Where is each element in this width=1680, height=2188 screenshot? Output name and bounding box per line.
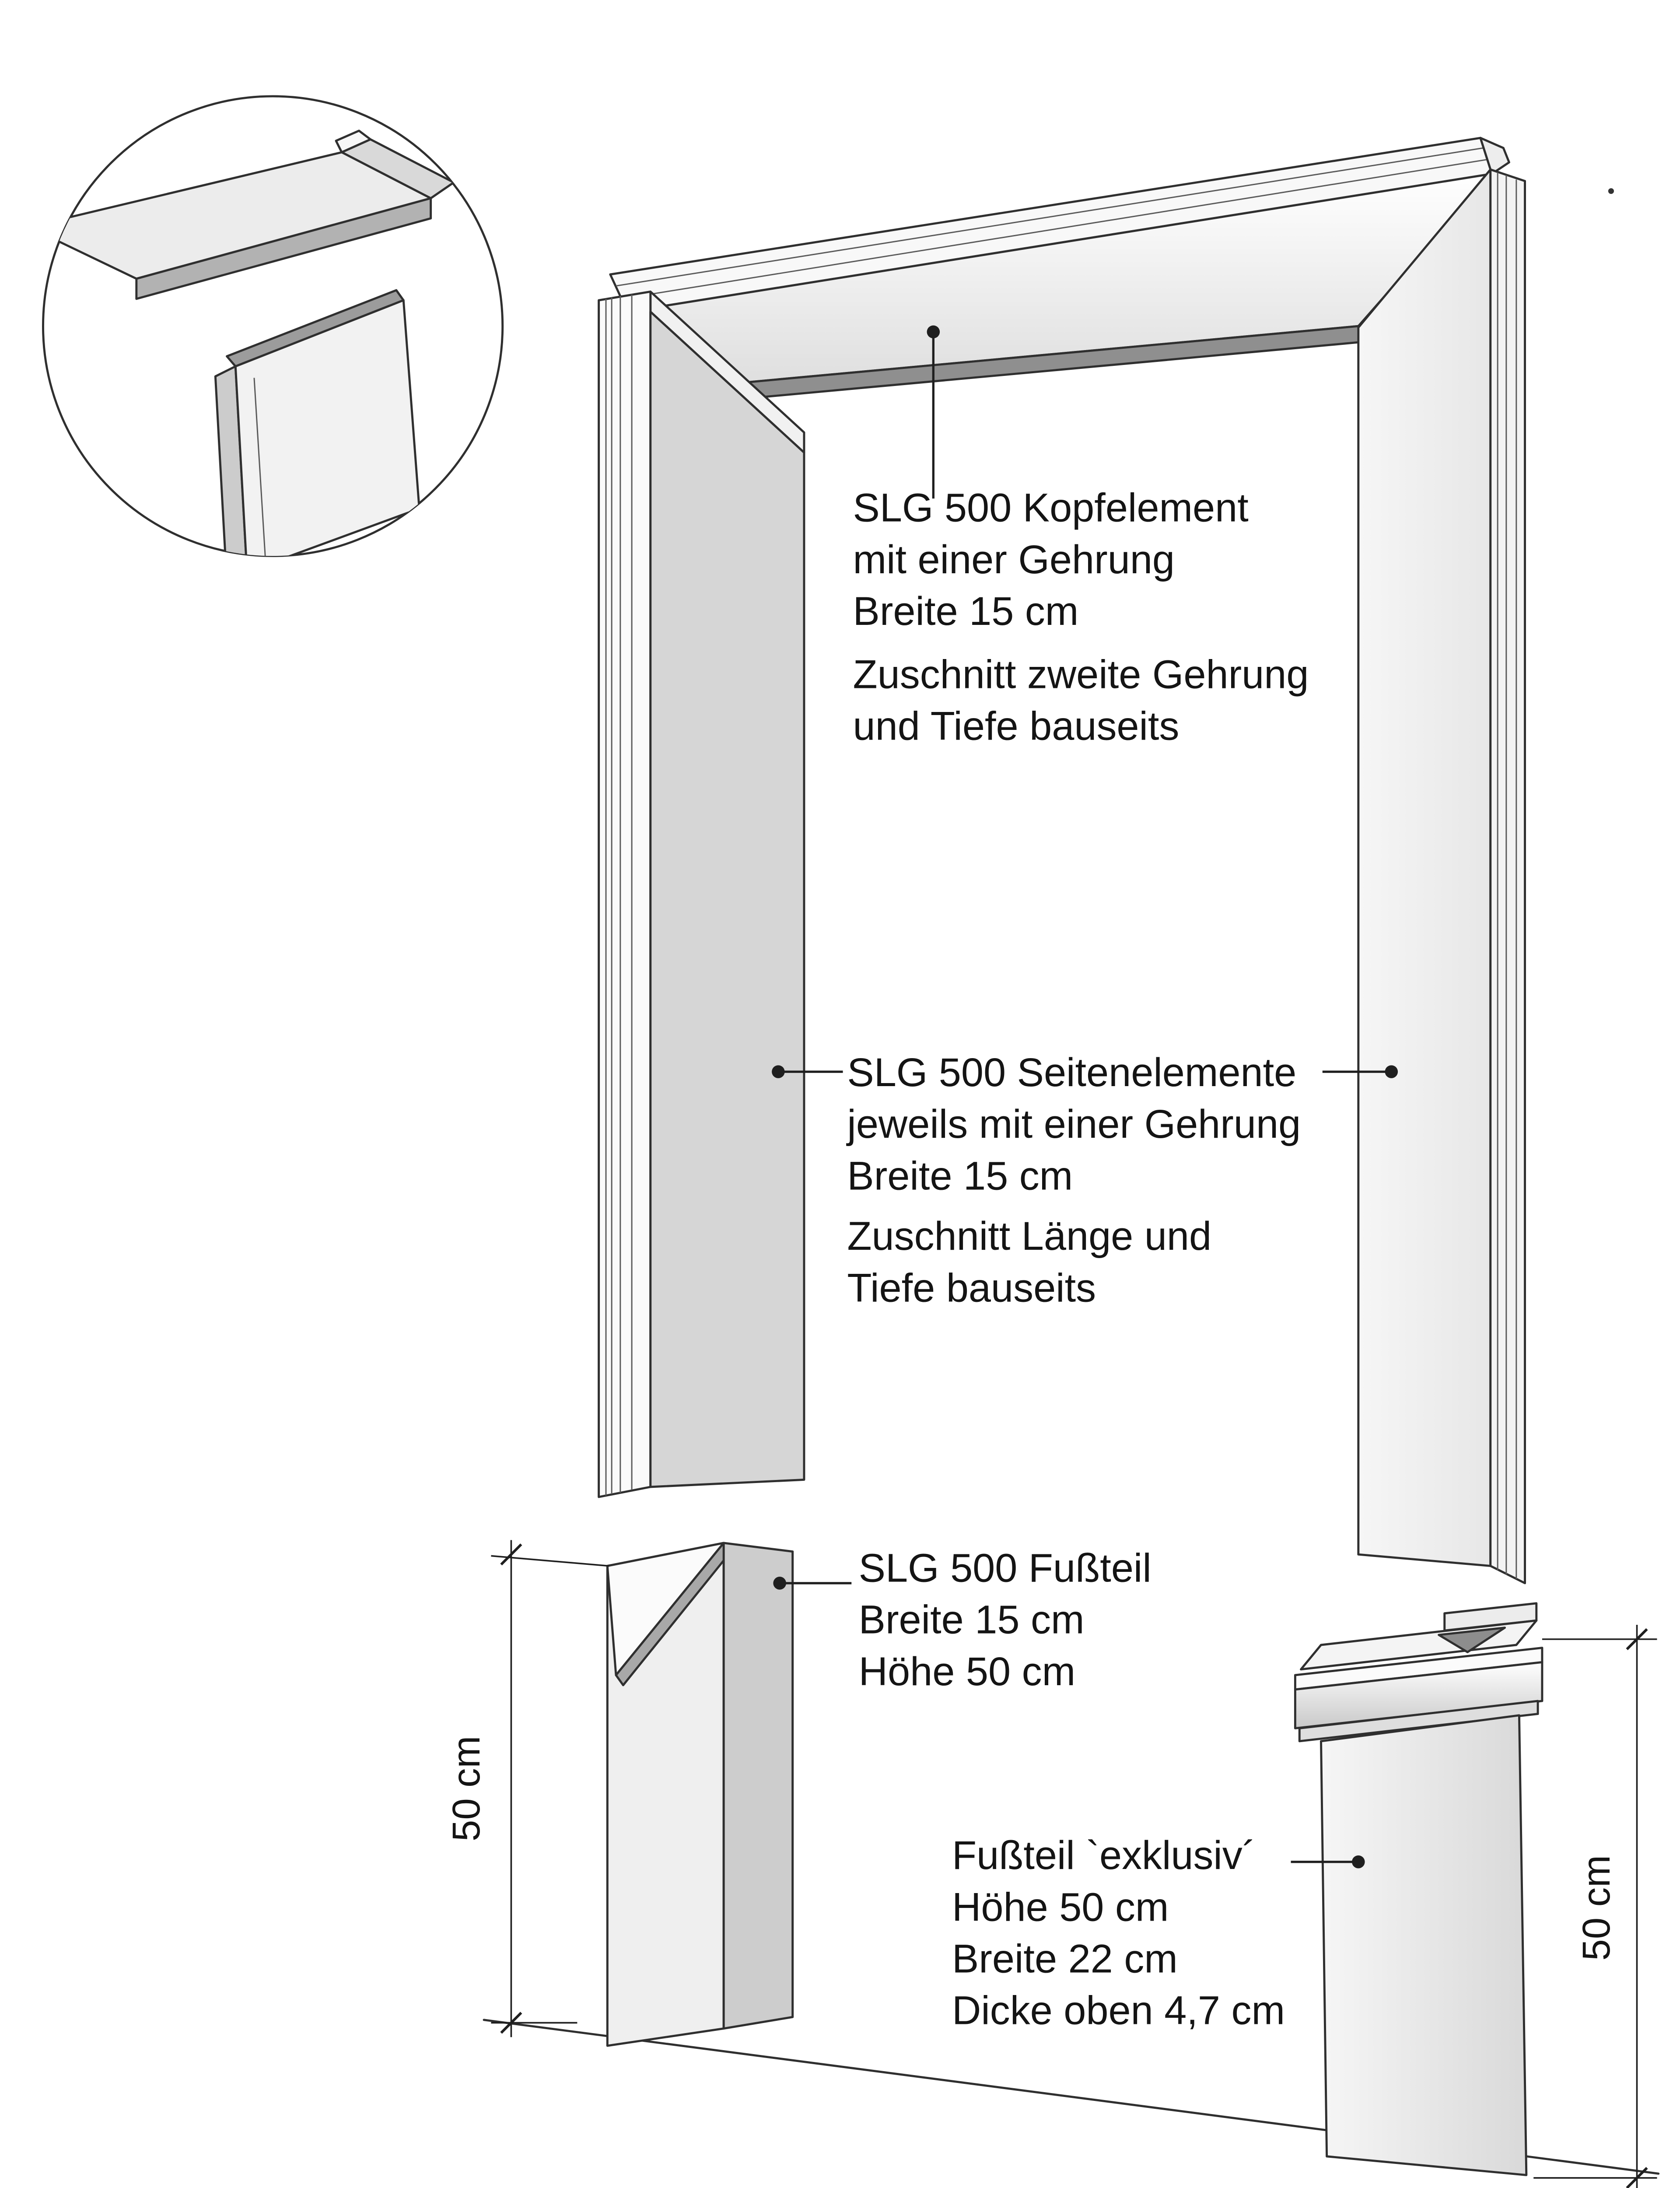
left-foot <box>606 1542 794 2047</box>
foot-label-line1: SLG 500 Fußteil <box>859 1546 1152 1591</box>
head-note-line1: Zuschnitt zweite Gehrung <box>853 652 1309 697</box>
dimension-left-label: 50 cm <box>444 1736 488 1841</box>
right-side-edge-band <box>1489 168 1526 1585</box>
leader-dot <box>773 1577 786 1590</box>
foot-exclusive-line4: Dicke oben 4,7 cm <box>952 1988 1285 2033</box>
left-foot-side-face <box>722 1542 794 2030</box>
right-foot-notch <box>1438 1627 1506 1653</box>
dimension-tick <box>500 1543 522 1566</box>
right-foot-shaft <box>1320 1714 1528 2176</box>
head-element <box>609 137 1510 399</box>
head-crown-end-cap <box>1479 137 1510 175</box>
foot-exclusive-line2: Höhe 50 cm <box>952 1885 1169 1929</box>
leader-dot <box>1385 1065 1398 1078</box>
leader-dot <box>1352 1855 1365 1869</box>
leader-dot <box>927 325 940 339</box>
leader-foot <box>773 1577 852 1590</box>
side-note-line1: Zuschnitt Länge und <box>847 1214 1211 1259</box>
foot-label-line3: Höhe 50 cm <box>859 1649 1075 1694</box>
head-crown-profile-line <box>621 158 1488 300</box>
foot-label-line2: Breite 15 cm <box>859 1598 1085 1642</box>
annotation-side: SLG 500 Seitenelemente jeweils mit einer… <box>846 1050 1301 1310</box>
side-label-line2: jeweils mit einer Gehrung <box>846 1102 1301 1147</box>
extension-line <box>491 1555 609 1567</box>
left-side-element <box>598 290 805 1498</box>
foot-exclusive-line1: Fußteil `exklusiv´ <box>952 1833 1256 1878</box>
right-side-element <box>1357 168 1526 1585</box>
side-label-line1: SLG 500 Seitenelemente <box>847 1050 1296 1095</box>
detail-inset <box>42 95 504 557</box>
dimension-tick <box>500 2012 522 2034</box>
annotation-foot: SLG 500 Fußteil Breite 15 cm Höhe 50 cm <box>859 1546 1152 1694</box>
head-label-line3: Breite 15 cm <box>853 589 1079 634</box>
stray-dot <box>1608 188 1614 194</box>
dimension-tick <box>1626 2167 1648 2188</box>
head-crown-profile-line <box>616 147 1484 287</box>
dimension-left: 50 cm <box>444 1540 609 2037</box>
left-side-inner-face <box>649 310 805 1488</box>
leader-head <box>927 325 940 499</box>
right-foot-cap-bead <box>1298 1700 1539 1743</box>
annotation-head: SLG 500 Kopfelement mit einer Gehrung Br… <box>853 486 1309 749</box>
dimension-right: 50 cm <box>1533 1625 1657 2188</box>
leader-dot <box>772 1065 785 1078</box>
right-foot-exclusive <box>1294 1602 1544 2176</box>
side-note-line2: Tiefe bauseits <box>847 1266 1096 1310</box>
side-label-line3: Breite 15 cm <box>847 1154 1073 1198</box>
annotation-foot-exclusive: Fußteil `exklusiv´ Höhe 50 cm Breite 22 … <box>952 1833 1285 2033</box>
leader-foot-exclusive <box>1291 1855 1365 1869</box>
right-foot-cap-cove <box>1294 1661 1544 1729</box>
head-label-line2: mit einer Gehrung <box>853 537 1175 582</box>
head-label-line1: SLG 500 Kopfelement <box>853 486 1249 530</box>
leader-side-right <box>1322 1065 1398 1078</box>
right-side-face <box>1357 168 1492 1567</box>
head-note-line2: und Tiefe bauseits <box>853 704 1180 749</box>
dimension-right-label: 50 cm <box>1575 1855 1618 1960</box>
inset-jamb-profile-line <box>253 378 266 556</box>
foot-exclusive-line3: Breite 22 cm <box>952 1937 1178 1981</box>
leader-side-left <box>772 1065 843 1078</box>
inset-jamb-edge-strip <box>214 365 248 556</box>
dimension-tick <box>1626 1628 1648 1650</box>
inset-head-front-edge <box>135 197 432 300</box>
